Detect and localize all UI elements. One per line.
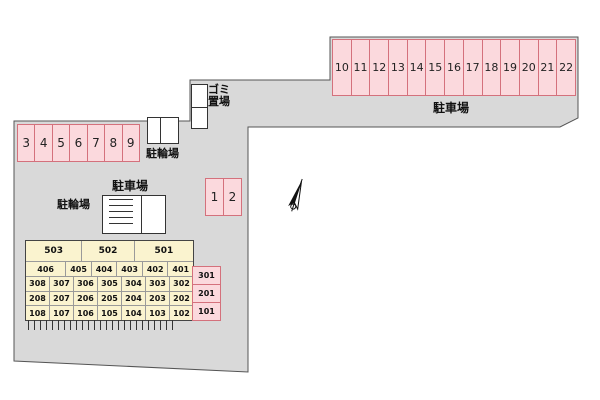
parking-stall: 13 — [389, 39, 408, 96]
unit-cell: 108 — [29, 308, 46, 318]
parking-lot-right: 10 11 12 13 14 15 16 17 18 19 20 21 22 — [332, 39, 576, 96]
parking-stall: 14 — [407, 39, 427, 96]
parking-stall: 9 — [122, 124, 140, 162]
parking-stall: 2 — [224, 178, 242, 216]
unit-cell: 405 — [65, 262, 91, 276]
unit-cell: 204 — [121, 291, 145, 306]
unit-cell: 104 — [121, 306, 145, 321]
unit-cell: 501 — [133, 241, 193, 261]
unit-cell: 102 — [169, 306, 193, 321]
parking-stall: 3 — [17, 124, 36, 162]
parking-stall: 10 — [332, 39, 352, 96]
unit-cell: 203 — [145, 291, 169, 306]
floor2-row: 208 207 206 205 204 203 202 — [26, 290, 193, 306]
unit-cell: 304 — [121, 277, 145, 291]
unit-cell: 106 — [73, 306, 97, 321]
parking-lot-right-label: 駐車場 — [433, 101, 470, 115]
balcony-hatch — [28, 320, 178, 330]
unit-cell: 404 — [90, 262, 117, 276]
parking-stall: 15 — [426, 39, 446, 96]
floor4-row: 406 405 404 403 402 401 — [26, 261, 193, 276]
unit-cell: 207 — [49, 291, 73, 306]
floor3-row: 308 307 306 305 304 303 302 — [26, 276, 193, 291]
entrance-stairs-structure — [102, 195, 166, 234]
unit-cell: 103 — [145, 306, 169, 321]
bicycle-parking-structure — [147, 117, 179, 144]
parking-stall: 5 — [52, 124, 71, 162]
bicycle-parking-label-top: 駐輪場 — [146, 147, 179, 160]
unit-cell: 202 — [169, 291, 193, 306]
stairs-hatching — [109, 199, 133, 229]
unit-cell-highlighted: 201 — [193, 284, 220, 302]
parking-stall: 1 — [205, 178, 224, 216]
unit-cell: 503 — [44, 246, 64, 256]
parking-stall: 16 — [445, 39, 464, 96]
unit-cell: 208 — [29, 294, 46, 303]
compass-icon — [288, 178, 303, 212]
unit-cell: 305 — [97, 277, 121, 291]
unit-cell: 302 — [169, 277, 193, 291]
highlighted-units-box: 301 201 101 — [192, 266, 221, 321]
unit-cell: 401 — [167, 262, 193, 276]
unit-cell-highlighted: 301 — [198, 271, 215, 280]
bicycle-parking-label-mid: 駐輪場 — [57, 198, 90, 211]
unit-cell: 306 — [73, 277, 97, 291]
parking-stall: 20 — [519, 39, 539, 96]
parking-stall: 8 — [105, 124, 123, 162]
entrance-divider — [141, 196, 142, 233]
parking-lot-left-label: 駐車場 — [112, 179, 149, 193]
garbage-label: ゴミ 置場 — [208, 84, 232, 108]
garbage-label-line1: ゴミ — [208, 83, 230, 96]
unit-cell: 402 — [141, 262, 168, 276]
parking-stall: 18 — [482, 39, 502, 96]
parking-stall: 4 — [35, 124, 53, 162]
unit-cell: 105 — [97, 306, 121, 321]
unit-cell: 205 — [97, 291, 121, 306]
garbage-structure — [191, 84, 208, 129]
parking-stall-pair: 1 2 — [205, 178, 242, 216]
parking-stall: 17 — [463, 39, 483, 96]
parking-stall: 19 — [501, 39, 520, 96]
parking-stall: 6 — [70, 124, 88, 162]
unit-cell: 303 — [145, 277, 169, 291]
unit-cell-highlighted: 101 — [193, 302, 220, 320]
parking-stall: 12 — [370, 39, 390, 96]
unit-cell: 307 — [49, 277, 73, 291]
unit-cell: 403 — [116, 262, 142, 276]
unit-cell: 502 — [81, 241, 133, 261]
parking-stall: 21 — [538, 39, 558, 96]
apartment-building: 503 502 501 406 405 404 403 402 401 308 … — [25, 240, 194, 321]
unit-cell: 308 — [29, 279, 46, 289]
parking-stall: 11 — [351, 39, 371, 96]
unit-cell: 107 — [49, 306, 73, 321]
parking-stall: 22 — [557, 39, 576, 96]
garbage-label-line2: 置場 — [208, 95, 230, 108]
unit-cell: 406 — [37, 264, 54, 274]
unit-cell: 206 — [73, 291, 97, 306]
parking-stall: 7 — [87, 124, 106, 162]
parking-lot-left: 3 4 5 6 7 8 9 — [17, 124, 140, 162]
floor5-row: 503 502 501 — [26, 241, 193, 261]
floor1-row: 108 107 106 105 104 103 102 — [26, 305, 193, 321]
